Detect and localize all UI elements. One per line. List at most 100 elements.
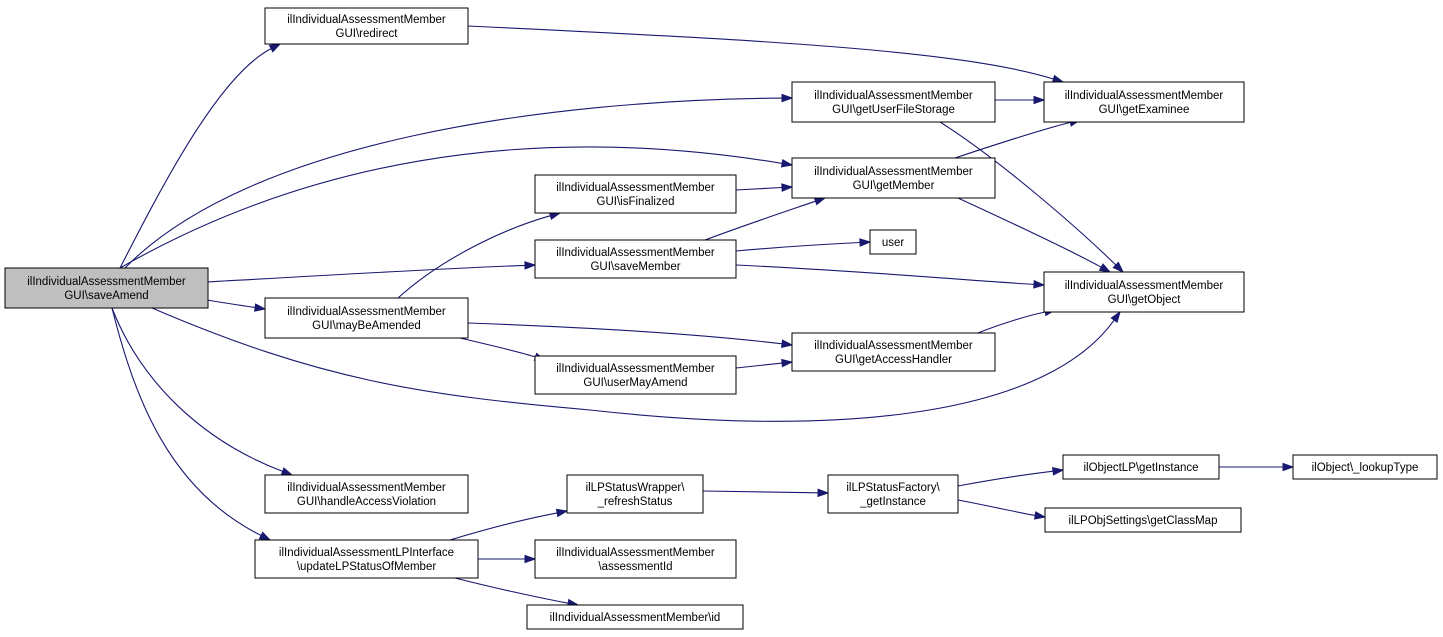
node-label-line: ilIndividualAssessmentMember\id: [550, 612, 721, 624]
node-box: [1044, 507, 1242, 533]
arrowhead: [780, 159, 794, 168]
node-saveAmend[interactable]: ilIndividualAssessmentMemberGUI\saveAmen…: [4, 267, 209, 309]
arrowhead: [1052, 466, 1065, 476]
edge-mayBeAmended-to-getAccessHandler: [467, 322, 794, 349]
arrowhead: [1098, 263, 1112, 273]
node-box: [534, 174, 737, 214]
arrowhead: [1033, 280, 1046, 289]
edge-saveAmend-to-getUserFileStorage: [124, 93, 794, 269]
node-saveMember[interactable]: ilIndividualAssessmentMemberGUI\saveMemb…: [534, 239, 737, 279]
node-box: [791, 332, 996, 372]
node-mayBeAmended[interactable]: ilIndividualAssessmentMemberGUI\mayBeAme…: [264, 297, 469, 339]
arrowhead: [817, 488, 830, 498]
edge-getAccessHandler-to-getObject: [977, 307, 1057, 334]
arrowhead: [1112, 261, 1125, 274]
node-box: [869, 229, 917, 255]
edge-line: [206, 299, 256, 309]
node-box: [1043, 271, 1245, 313]
node-isFinalized[interactable]: ilIndividualAssessmentMemberGUI\isFinali…: [534, 174, 737, 214]
node-label-line: GUI\mayBeAmended: [312, 320, 421, 332]
edge-saveAmend-to-redirect: [119, 43, 282, 269]
edge-userMayAmend-to-getAccessHandler: [735, 358, 794, 369]
arrowhead: [524, 554, 537, 564]
edge-line: [939, 121, 1117, 266]
edge-line: [735, 241, 861, 252]
node-box: [4, 267, 209, 309]
node-label-line: GUI\getObject: [1108, 294, 1182, 306]
node-label-line: GUI\userMayAmend: [583, 377, 687, 389]
node-memberId[interactable]: ilIndividualAssessmentMember\id: [526, 604, 744, 630]
node-label-line: _refreshStatus: [597, 496, 673, 508]
edge-line: [954, 121, 1071, 159]
edge-mayBeAmended-to-userMayAmend: [459, 337, 547, 361]
node-label-line: ilIndividualAssessmentLPInterface: [279, 547, 454, 559]
edge-line: [735, 362, 783, 369]
edge-line: [124, 97, 783, 269]
arrowhead: [781, 183, 794, 192]
node-handleAccessViolation[interactable]: ilIndividualAssessmentMemberGUI\handleAc…: [264, 474, 469, 514]
node-getExaminee[interactable]: ilIndividualAssessmentMemberGUI\getExami…: [1043, 81, 1245, 123]
node-label-line: GUI\getAccessHandler: [835, 354, 952, 366]
node-objectLPGetInstance[interactable]: ilObjectLP\getInstance: [1062, 454, 1220, 480]
node-label-line: \assessmentId: [598, 561, 672, 573]
edge-line: [397, 215, 551, 299]
node-getAccessHandler[interactable]: ilIndividualAssessmentMemberGUI\getAcces…: [791, 332, 996, 372]
node-refreshStatus[interactable]: ilLPStatusWrapper\ _refreshStatus: [566, 474, 704, 514]
node-getObject[interactable]: ilIndividualAssessmentMemberGUI\getObjec…: [1043, 271, 1245, 313]
node-box: [791, 81, 996, 123]
node-label-line: GUI\handleAccessViolation: [297, 496, 436, 508]
node-label-line: ilIndividualAssessmentMember: [1065, 90, 1224, 102]
edge-updateLPStatusOfMember-to-assessmentId: [478, 554, 537, 564]
node-box: [264, 474, 469, 514]
edge-redirect-to-getExaminee: [467, 25, 1065, 84]
edge-updateLPStatusOfMember-to-memberId: [454, 577, 580, 608]
node-label-line: user: [882, 237, 905, 249]
node-getClassMap[interactable]: ilLPObjSettings\getClassMap: [1044, 507, 1242, 533]
node-box: [827, 474, 959, 514]
arrowhead: [781, 93, 794, 103]
edge-line: [459, 337, 536, 358]
node-box: [1292, 454, 1438, 480]
node-userMayAmend[interactable]: ilIndividualAssessmentMemberGUI\userMayA…: [534, 355, 737, 395]
edge-line: [206, 264, 526, 283]
edge-getUserFileStorage-to-getObject: [939, 121, 1125, 274]
edge-updateLPStatusOfMember-to-refreshStatus: [449, 508, 569, 541]
arrowhead: [859, 238, 872, 247]
edge-line: [735, 186, 783, 191]
node-lpFactoryGetInstance[interactable]: ilLPStatusFactory\_getInstance: [827, 474, 959, 514]
node-box: [566, 474, 704, 514]
node-lookupType[interactable]: ilObject\_lookupType: [1292, 454, 1438, 480]
node-getMember[interactable]: ilIndividualAssessmentMemberGUI\getMembe…: [791, 157, 996, 199]
edge-getMember-to-getExaminee: [954, 118, 1082, 159]
edge-line: [111, 307, 262, 536]
node-getUserFileStorage[interactable]: ilIndividualAssessmentMemberGUI\getUserF…: [791, 81, 996, 123]
node-label-line: ilIndividualAssessmentMember: [556, 247, 715, 259]
node-box: [534, 539, 737, 579]
node-label-line: GUI\saveAmend: [64, 290, 148, 302]
node-label-line: ilIndividualAssessmentMember: [556, 547, 715, 559]
edge-line: [467, 25, 1054, 80]
edge-line: [957, 197, 1102, 268]
edge-line: [704, 200, 816, 241]
node-label-line: ilIndividualAssessmentMember: [556, 182, 715, 194]
node-label-line: ilLPStatusWrapper\: [586, 482, 686, 494]
node-label-line: GUI\redirect: [336, 28, 399, 40]
edge-lpFactoryGetInstance-to-getClassMap: [957, 499, 1047, 520]
edge-line: [702, 490, 819, 494]
node-updateLPStatusOfMember[interactable]: ilIndividualAssessmentLPInterface\update…: [254, 539, 479, 579]
edge-line: [454, 577, 569, 604]
node-label-line: GUI\isFinalized: [597, 196, 675, 208]
arrowhead: [1033, 95, 1046, 105]
edge-getUserFileStorage-to-getExaminee: [995, 95, 1046, 105]
node-user[interactable]: user: [869, 229, 917, 255]
arrowhead: [268, 43, 282, 53]
edge-line: [449, 512, 558, 541]
arrowhead: [781, 339, 794, 349]
edge-refreshStatus-to-lpFactoryGetInstance: [702, 488, 830, 498]
edge-saveAmend-to-mayBeAmended: [206, 299, 267, 312]
arrowhead: [1110, 310, 1121, 324]
node-label-line: ilIndividualAssessmentMember: [27, 276, 186, 288]
node-assessmentId[interactable]: ilIndividualAssessmentMember \assessmentI…: [534, 539, 737, 579]
node-box: [791, 157, 996, 199]
